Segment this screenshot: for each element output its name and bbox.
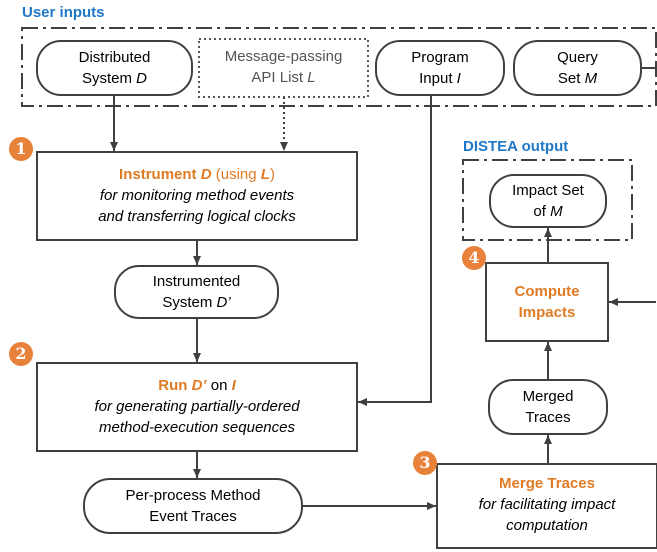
query-set-label: Query Set M — [514, 47, 641, 89]
arrow-input-to-run — [358, 95, 432, 406]
merge-title: Merge Traces — [499, 475, 595, 492]
query-set-line1: Query — [557, 49, 598, 66]
run-title: Run — [158, 377, 192, 394]
distea-output-heading: DISTEA output — [463, 138, 569, 155]
merged-traces-line2: Traces — [525, 409, 571, 426]
merged-traces-label: Merged Traces — [489, 386, 607, 428]
api-list-line2: API List — [251, 69, 308, 86]
api-list-var: L — [307, 69, 316, 86]
run-desc-line1: for generating partially-ordered — [94, 398, 300, 415]
merge-step-box — [436, 463, 657, 549]
step-3-badge: 3 — [413, 451, 437, 475]
instrument-title-close: ) — [269, 166, 275, 183]
instrument-desc-line2: and transferring logical clocks — [98, 208, 296, 225]
compute-title-line2: Impacts — [518, 304, 576, 321]
instrument-title-var2: L — [260, 166, 270, 183]
step-2-badge: 2 — [9, 342, 33, 366]
program-input-node — [375, 40, 505, 96]
event-traces-line1: Per-process Method — [125, 487, 261, 504]
impact-set-node — [489, 174, 607, 228]
instrumented-line1: Instrumented — [152, 273, 241, 290]
run-title-on: on — [206, 377, 232, 394]
run-title-var2: I — [231, 377, 236, 394]
query-set-var: M — [584, 70, 598, 87]
instrument-step-text: Instrument D (using L) for monitoring me… — [37, 164, 357, 227]
merge-desc-line1: for facilitating impact — [478, 496, 616, 513]
compute-step-text: Compute Impacts — [486, 281, 608, 323]
impact-set-var: M — [550, 203, 563, 220]
merged-traces-line1: Merged — [522, 388, 574, 405]
impact-set-line1: Impact Set — [512, 182, 584, 199]
run-step-box — [36, 362, 358, 452]
instrument-title-paren: (using — [211, 166, 261, 183]
program-input-label: Program Input I — [376, 47, 504, 89]
step-1-badge: 1 — [9, 137, 33, 161]
instrument-title: Instrument — [119, 166, 201, 183]
instrumented-system-label: Instrumented System D’ — [115, 271, 278, 313]
program-input-line1: Program — [411, 49, 469, 66]
instrument-title-var: D — [200, 166, 212, 183]
merge-step-text: Merge Traces for facilitating impact com… — [437, 473, 657, 536]
event-traces-line2: Event Traces — [149, 508, 237, 525]
compute-title-line1: Compute — [514, 283, 580, 300]
distributed-system-var: D — [136, 70, 148, 87]
program-input-line2: Input — [419, 70, 457, 87]
compute-step-box — [485, 262, 609, 342]
event-traces-label: Per-process Method Event Traces — [84, 485, 302, 527]
query-set-line2: Set — [557, 70, 585, 87]
api-list-label: Message-passing API List L — [199, 46, 368, 88]
impact-set-label: Impact Set of M — [490, 180, 606, 222]
instrumented-line2: System — [162, 294, 217, 311]
distributed-system-line1: Distributed — [78, 49, 151, 66]
instrumented-var: D’ — [216, 294, 231, 311]
api-list-line1: Message-passing — [224, 48, 343, 65]
program-input-var: I — [456, 70, 461, 87]
instrument-step-box — [36, 151, 358, 241]
step-4-badge: 4 — [462, 246, 486, 270]
distributed-system-line2: System — [81, 70, 137, 87]
distributed-system-label: Distributed System D — [37, 47, 192, 89]
run-desc-line2: method-execution sequences — [99, 419, 295, 436]
merge-desc-line2: computation — [506, 517, 588, 534]
run-step-text: Run D’ on I for generating partially-ord… — [37, 375, 357, 438]
user-inputs-heading: User inputs — [22, 4, 105, 21]
run-title-var: D’ — [191, 377, 207, 394]
impact-set-line2: of — [533, 203, 551, 220]
instrument-desc-line1: for monitoring method events — [99, 187, 295, 204]
